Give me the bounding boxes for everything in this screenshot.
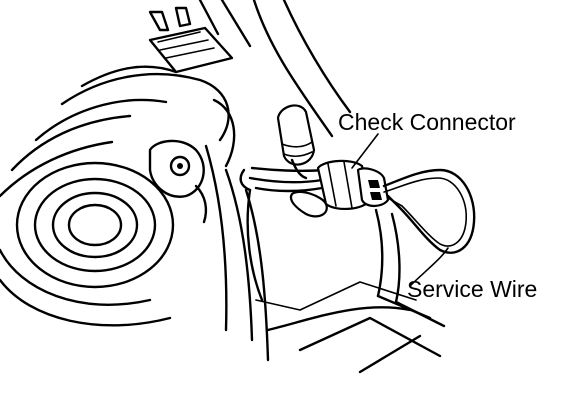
body-contour	[0, 65, 236, 198]
check-connector-label: Check Connector	[338, 109, 516, 135]
side-bracket	[374, 208, 446, 328]
frame-members	[204, 144, 442, 374]
service-wire-leader	[409, 247, 449, 287]
service-wire	[382, 168, 476, 254]
wiring-harness	[239, 158, 328, 302]
service-wire-label: Service Wire	[407, 276, 538, 302]
check-connector-leader	[351, 133, 379, 169]
top-bracket	[148, 0, 252, 74]
leader-lines	[351, 133, 449, 287]
strut	[252, 0, 352, 138]
mount-bracket	[148, 139, 208, 224]
hub-assembly	[0, 161, 175, 327]
check-connector	[316, 159, 390, 210]
rubber-boot	[276, 104, 316, 166]
